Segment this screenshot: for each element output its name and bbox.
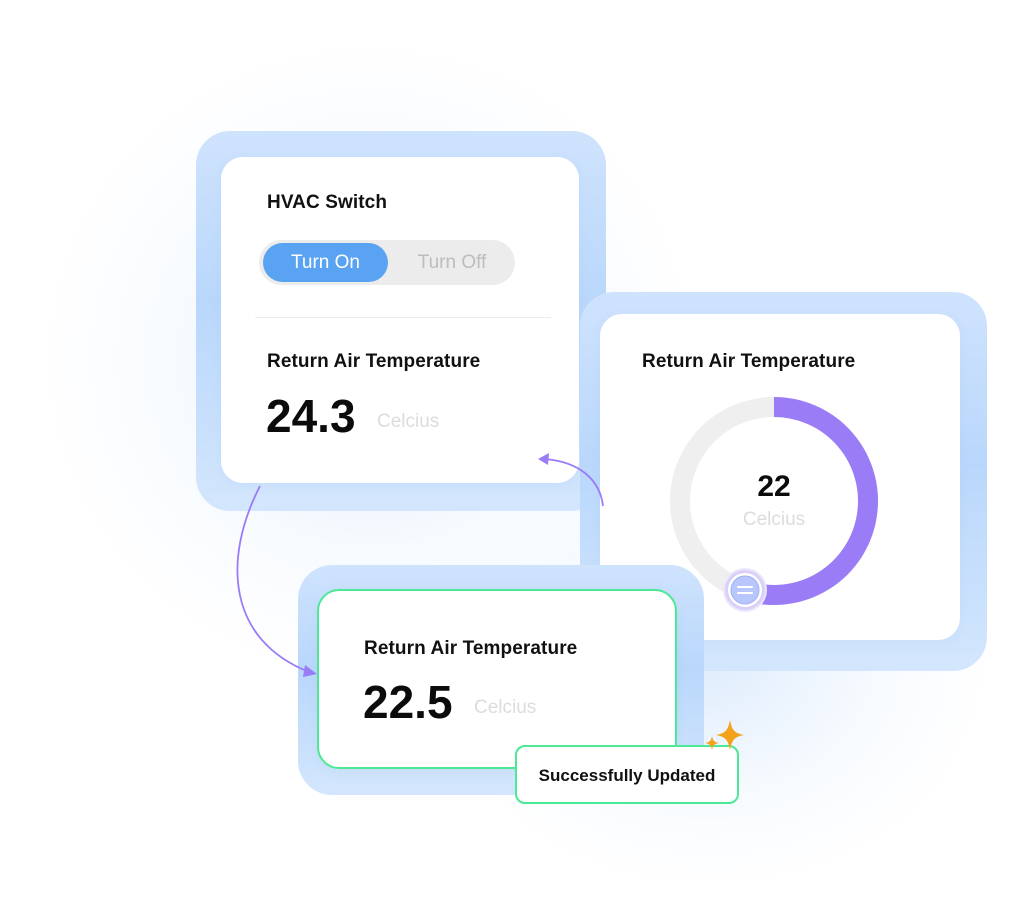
updated-temp-value: 22.5 [363,676,453,728]
hvac-toggle[interactable]: Turn On Turn Off [259,240,515,285]
success-toast: Successfully Updated [515,745,739,804]
temperature-gauge [670,397,878,605]
gauge-value: 22 [757,470,791,503]
sparkle-icon [705,720,744,750]
drag-handle-icon[interactable] [727,573,762,608]
updated-temp-unit: Celcius [474,697,537,718]
temp-value: 24.3 [266,390,356,442]
turn-off-button[interactable]: Turn Off [417,252,487,273]
hvac-switch-title: HVAC Switch [267,192,388,213]
toast-message: Successfully Updated [538,766,716,785]
gauge-arc [741,397,878,605]
gauge-unit: Celcius [742,509,806,530]
divider [255,317,551,318]
return-air-temp-title: Return Air Temperature [267,351,481,372]
gauge-title: Return Air Temperature [642,351,856,372]
updated-card: Return Air Temperature 22.5 Celcius [317,589,677,769]
hvac-card: HVAC Switch Turn On Turn Off Return Air … [221,157,579,483]
temp-unit: Celcius [377,411,440,432]
updated-temp-title: Return Air Temperature [364,638,578,659]
turn-on-button[interactable]: Turn On [263,243,388,282]
